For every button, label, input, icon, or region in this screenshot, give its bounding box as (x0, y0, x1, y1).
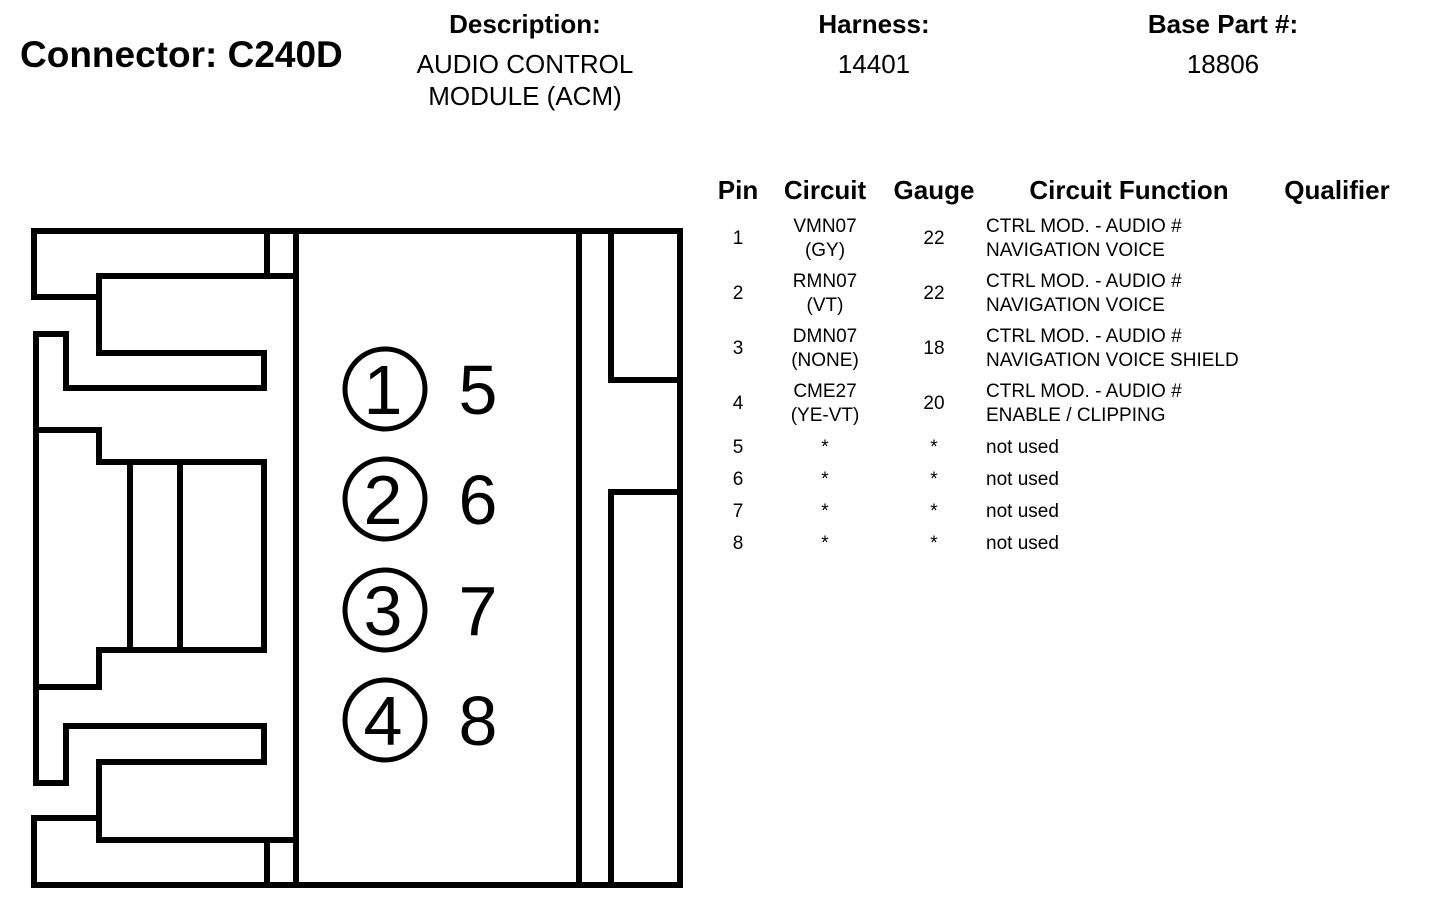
row-function-line-1: CTRL MOD. - AUDIO # (986, 216, 1182, 237)
row-wire-color: (YE-VT) (790, 405, 860, 426)
row-function-line-2: NAVIGATION VOICE (986, 295, 1165, 316)
pin-1-circle (342, 346, 428, 432)
row-function-line-1: not used (986, 533, 1059, 554)
row-wire-color: (NONE) (791, 350, 859, 371)
pin-5-number: 5 (459, 351, 498, 429)
row-gauge: * (930, 533, 938, 554)
row-gauge: * (930, 469, 938, 490)
right-key-lower (608, 489, 683, 888)
pin-1-number: 1 (364, 351, 403, 429)
bottom-left-tab (31, 815, 102, 888)
description-line-2: MODULE (ACM) (428, 81, 622, 111)
row-circuit: * (821, 501, 829, 522)
base-part-value: 18806 (1186, 49, 1260, 79)
row-circuit: VMN07 (793, 216, 857, 237)
row-function-line-2: NAVIGATION VOICE SHIELD (986, 350, 1239, 371)
row-pin: 4 (732, 393, 744, 414)
row-function-line-1: not used (986, 501, 1059, 522)
row-circuit: DMN07 (792, 326, 858, 347)
row-wire-color: (GY) (804, 240, 846, 261)
pin-4-number: 4 (364, 682, 403, 760)
center-latch-block (33, 427, 267, 690)
row-function-line-1: CTRL MOD. - AUDIO # (986, 381, 1182, 402)
pin-4-circle (342, 677, 428, 763)
pin-2-number: 2 (364, 461, 403, 539)
description-label: Description: (449, 9, 601, 39)
top-left-tab (31, 228, 102, 300)
row-gauge: * (930, 501, 938, 522)
row-function-line-1: CTRL MOD. - AUDIO # (986, 271, 1182, 292)
row-gauge: * (930, 437, 938, 458)
column-header-circuit: Circuit (783, 175, 867, 205)
row-wire-color: (VT) (806, 295, 844, 316)
row-function-line-1: CTRL MOD. - AUDIO # (986, 326, 1182, 347)
connector-face-diagram: 1 2 3 4 5 6 7 8 (31, 228, 683, 888)
description-line-1: AUDIO CONTROL (416, 49, 634, 79)
harness-label: Harness: (818, 9, 930, 39)
pin-8-number: 8 (459, 682, 498, 760)
row-pin: 3 (732, 338, 744, 359)
column-header-circuit-function: Circuit Function (1029, 175, 1229, 205)
pin-6-number: 6 (459, 461, 498, 539)
row-pin: 5 (732, 437, 744, 458)
row-gauge: 22 (923, 283, 945, 304)
column-header-pin: Pin (717, 175, 759, 205)
row-gauge: 22 (923, 228, 945, 249)
pin-2-circle (342, 456, 428, 542)
row-function-line-1: not used (986, 469, 1059, 490)
right-key-upper (608, 228, 683, 383)
row-pin: 7 (732, 501, 744, 522)
row-pin: 2 (732, 283, 744, 304)
row-circuit: * (821, 469, 829, 490)
row-gauge: 20 (923, 393, 945, 414)
top-latch-arm (33, 294, 267, 433)
column-header-qualifier: Qualifier (1284, 175, 1390, 205)
row-gauge: 18 (923, 338, 945, 359)
row-circuit: CME27 (793, 381, 857, 402)
base-part-label: Base Part #: (1147, 9, 1299, 39)
row-circuit: * (821, 437, 829, 458)
column-header-gauge: Gauge (893, 175, 975, 205)
pin-7-number: 7 (459, 572, 498, 650)
row-function-line-1: not used (986, 437, 1059, 458)
harness-value: 14401 (837, 49, 911, 79)
row-pin: 1 (732, 228, 744, 249)
row-circuit: RMN07 (792, 271, 858, 292)
bottom-latch-arm (33, 684, 299, 843)
row-function-line-2: NAVIGATION VOICE (986, 240, 1165, 261)
connector-title: Connector: C240D (20, 34, 343, 75)
top-latch-upper (96, 273, 299, 300)
row-pin: 6 (732, 469, 744, 490)
row-pin: 8 (732, 533, 744, 554)
row-circuit: * (821, 533, 829, 554)
pin-3-number: 3 (364, 572, 403, 650)
pin-3-circle (342, 567, 428, 653)
row-function-line-2: ENABLE / CLIPPING (986, 405, 1166, 426)
